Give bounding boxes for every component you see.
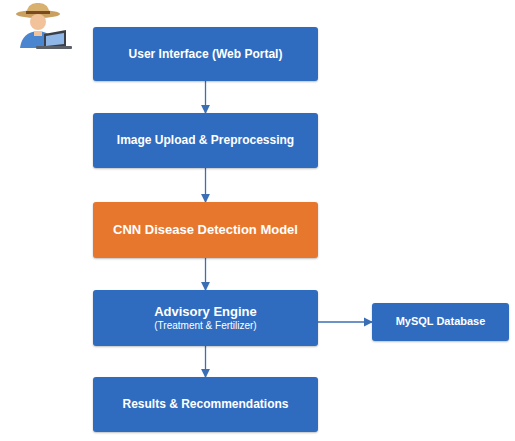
box-label: Results & Recommendations	[122, 397, 288, 411]
flow-arrow	[205, 81, 206, 113]
flow-arrow	[205, 258, 206, 290]
flow-arrow	[318, 321, 372, 322]
box-label: MySQL Database	[396, 315, 486, 328]
farmer-illustration	[16, 3, 72, 49]
box-label: User Interface (Web Portal)	[129, 47, 283, 61]
database-box: MySQL Database	[372, 303, 509, 341]
advisory-box: Advisory Engine(Treatment & Fertilizer)	[93, 290, 318, 346]
results-box: Results & Recommendations	[93, 377, 318, 432]
model-box: CNN Disease Detection Model	[93, 202, 318, 258]
flow-arrow	[205, 168, 206, 202]
box-sublabel: (Treatment & Fertilizer)	[154, 320, 256, 332]
flow-arrow	[205, 346, 206, 377]
box-label: Advisory Engine	[154, 304, 257, 320]
interface-box: User Interface (Web Portal)	[93, 27, 318, 81]
box-label: CNN Disease Detection Model	[113, 222, 298, 238]
box-label: Image Upload & Preprocessing	[117, 133, 294, 147]
upload-box: Image Upload & Preprocessing	[93, 113, 318, 168]
